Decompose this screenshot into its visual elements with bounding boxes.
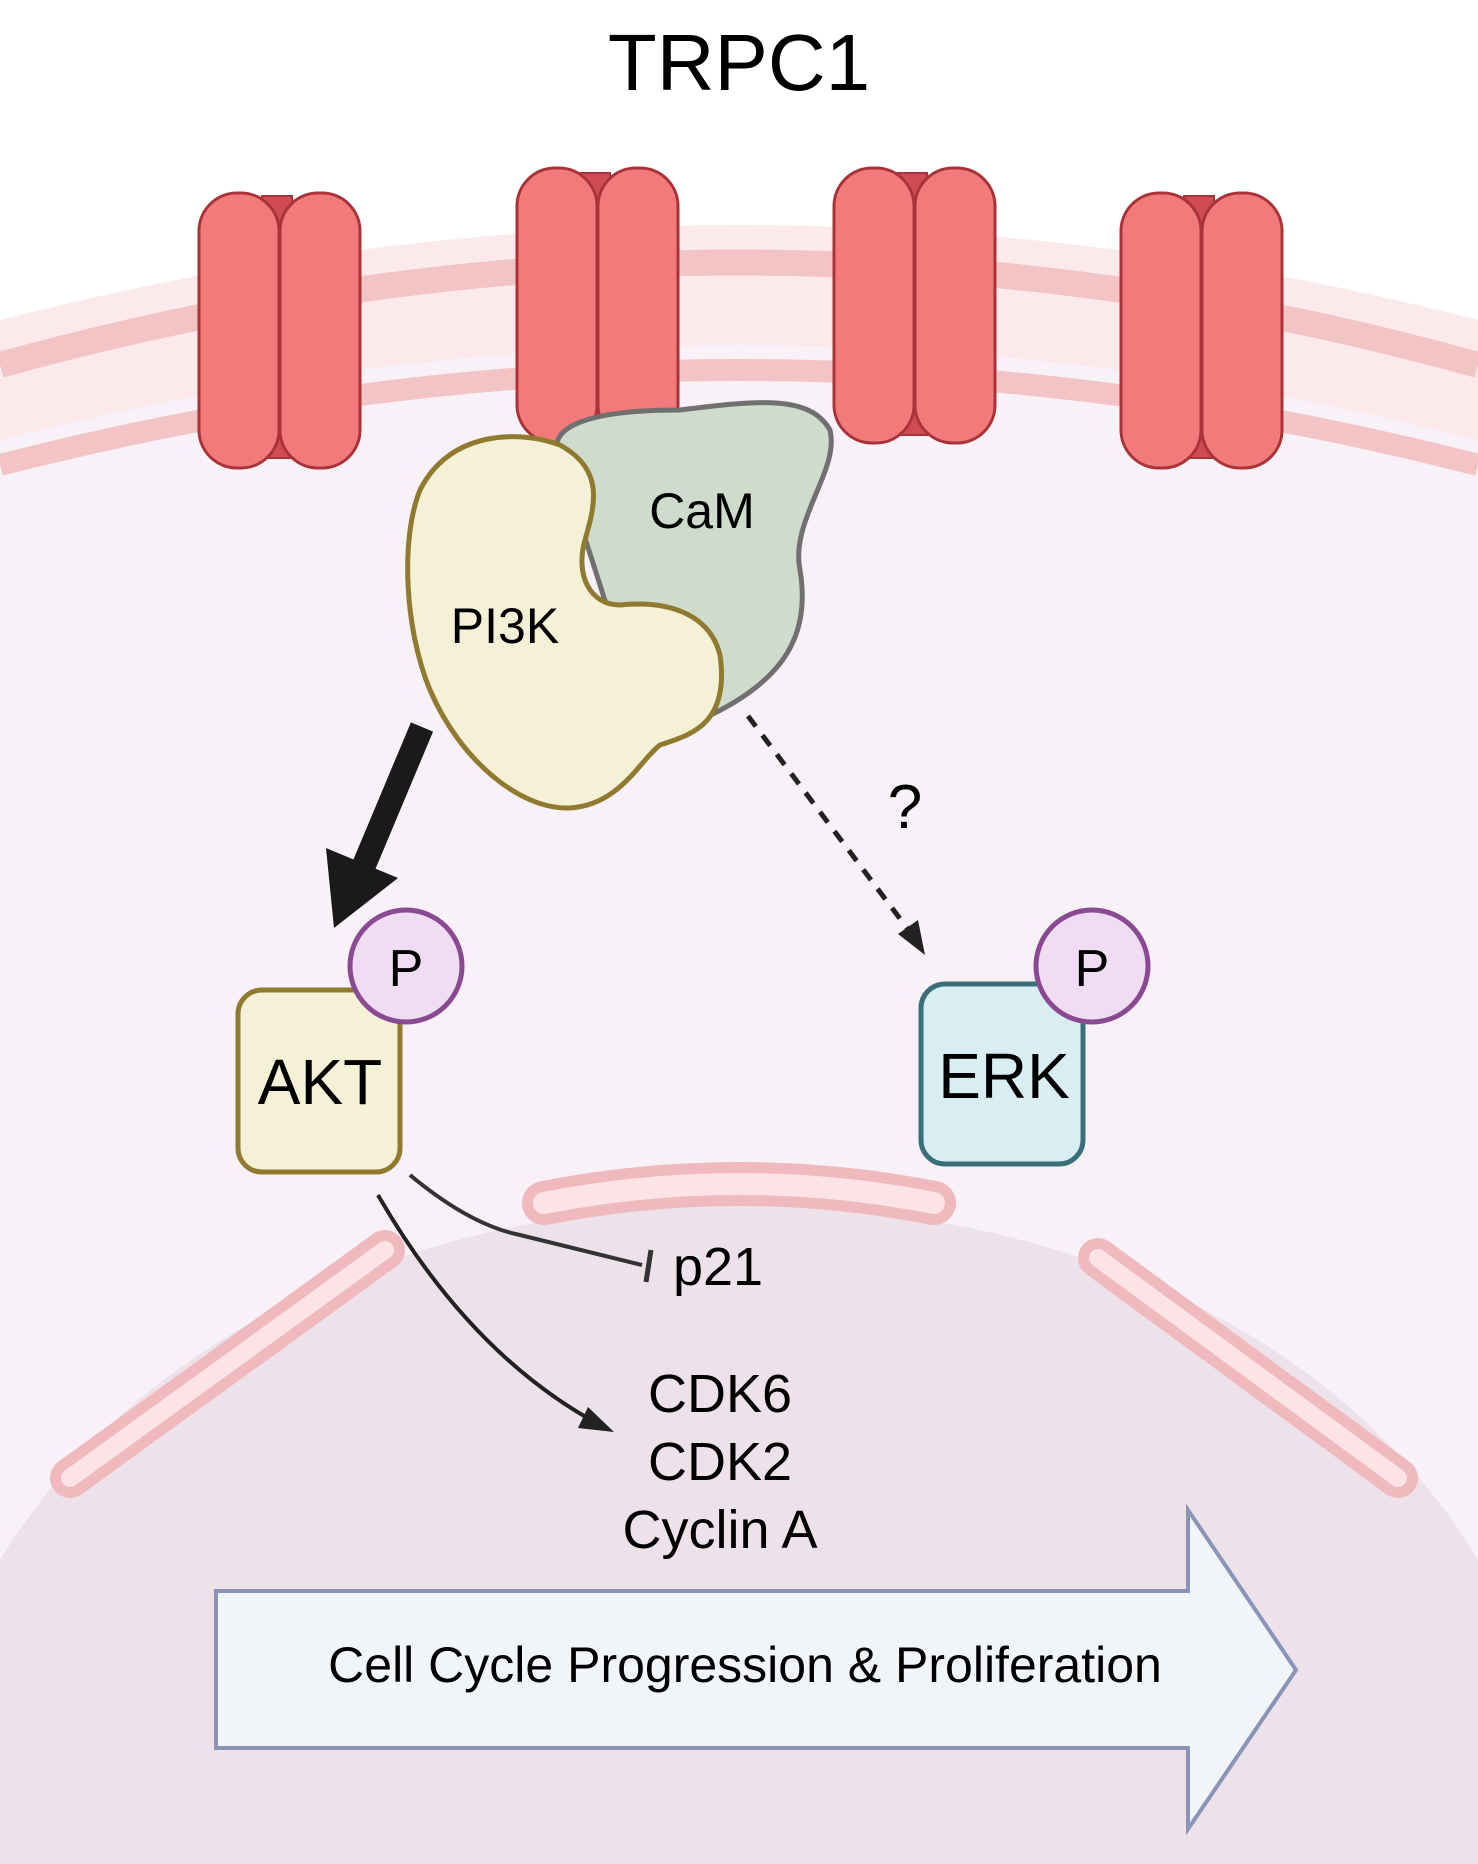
akt-phospho-label: P <box>389 940 424 998</box>
p21-inhibition-bar <box>643 1249 654 1283</box>
target-cdk2: CDK2 <box>648 1432 792 1492</box>
erk-label: ERK <box>938 1040 1070 1112</box>
diagram-title: TRPC1 <box>608 18 870 107</box>
trpc1-channel-1 <box>197 191 362 470</box>
akt-targets-arrow <box>376 1194 602 1427</box>
erk-phospho-circle <box>1033 907 1151 1025</box>
trpc1-channel-4 <box>1119 191 1284 470</box>
akt-phospho-circle <box>347 907 465 1025</box>
akt-targets-arrowhead <box>578 1407 614 1432</box>
trpc1-channel-2 <box>515 166 680 445</box>
pi3k-shape <box>405 434 724 811</box>
p21-label: p21 <box>673 1237 763 1297</box>
pi3k-akt-arrow <box>350 722 434 875</box>
erk-box <box>918 981 1086 1167</box>
cam-label: CaM <box>649 483 755 539</box>
target-cyclin-a: Cyclin A <box>622 1500 817 1560</box>
outcome-label: Cell Cycle Progression & Proliferation <box>328 1637 1162 1693</box>
erk-dashed-arrowhead <box>898 920 925 955</box>
erk-phospho-label: P <box>1075 940 1110 998</box>
erk-question-mark: ? <box>888 773 922 842</box>
akt-p21-inhibition-line <box>408 1173 643 1267</box>
target-cdk6: CDK6 <box>648 1364 792 1424</box>
outcome-arrow <box>214 1503 1299 1836</box>
akt-label: AKT <box>258 1046 382 1118</box>
akt-box <box>235 987 403 1175</box>
pi3k-label: PI3K <box>451 598 559 654</box>
pi3k-akt-arrowhead <box>326 848 398 928</box>
trpc1-channel-3 <box>832 166 997 445</box>
